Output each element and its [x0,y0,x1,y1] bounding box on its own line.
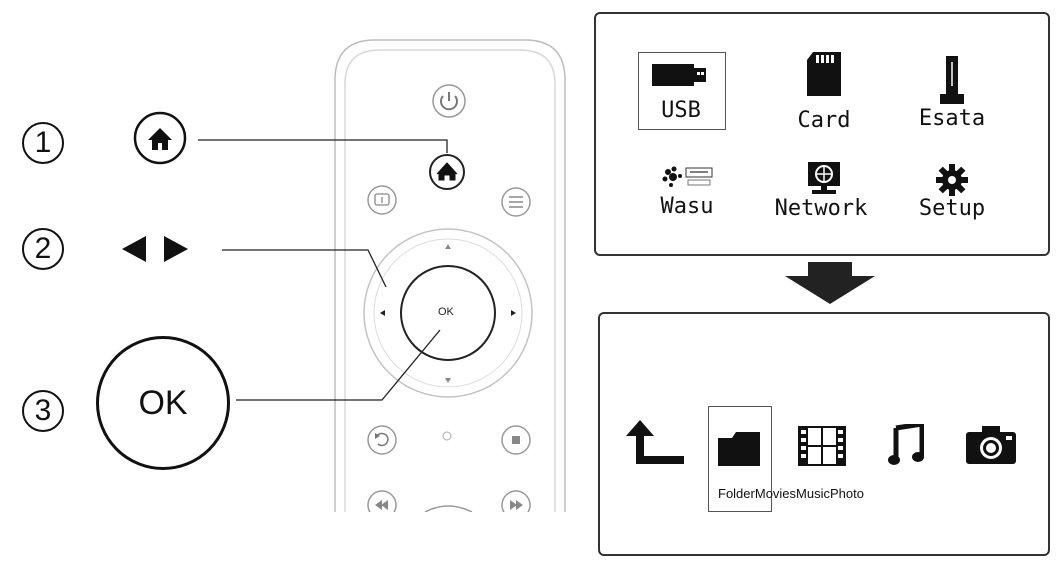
home-selection-highlight [638,52,726,130]
sd-card-icon [807,52,841,96]
power-button[interactable] [432,84,466,118]
step2-right-arrow-icon [164,236,188,262]
home-item-setup-label: Setup [918,196,986,221]
back-button[interactable] [367,425,397,455]
step3-ok-button: OK [96,336,230,470]
stop-button[interactable] [501,425,531,455]
step-1-number: 1 [22,122,64,164]
remote-home-button[interactable] [429,154,465,190]
step1-home-icon [133,111,187,165]
folder-icon[interactable] [718,432,760,466]
connector-lines [198,139,448,401]
remote-ok-label: OK [438,306,454,318]
network-icon [808,162,840,194]
home-item-network-label: Network [774,196,868,221]
home-item-esata-label: Esata [918,106,986,131]
step-2-number: 2 [22,228,64,270]
home-item-card-label: Card [797,108,851,133]
indicator-dot [442,431,452,441]
step2-left-arrow-icon [122,236,146,262]
remote-control [334,39,566,512]
media-menu-panel [598,312,1050,556]
back-arrow-icon[interactable] [626,420,688,468]
media-item-photo-label: Photo [830,486,864,501]
usb-drive-icon [652,64,706,86]
media-item-folder-label: Folder [718,486,755,501]
step-3-number: 3 [22,390,64,432]
nav-down-icon [445,378,451,383]
wasu-logo-icon [662,166,713,187]
film-icon[interactable] [798,426,846,466]
home-item-wasu-label: Wasu [660,194,714,219]
play-button[interactable] [424,505,473,513]
esata-icon [940,56,964,104]
options-button[interactable] [501,187,531,217]
gear-icon [936,164,968,196]
nav-right-icon [511,310,516,316]
info-button[interactable] [367,185,397,215]
nav-left-icon [380,310,385,316]
remote-ok-button[interactable] [400,265,496,361]
music-note-icon[interactable] [888,424,924,466]
media-item-movies-label: Movies [754,486,797,501]
media-labels: FolderMoviesMusicPhoto [718,486,864,501]
media-selection-highlight [708,406,772,512]
media-item-music-label: Music [796,486,830,501]
camera-icon[interactable] [966,426,1016,464]
nav-up-icon [445,244,451,249]
home-item-usb-label: USB [661,98,701,123]
home-menu-panel: USB Card Esata [594,12,1050,256]
transition-arrow-icon [785,262,875,304]
